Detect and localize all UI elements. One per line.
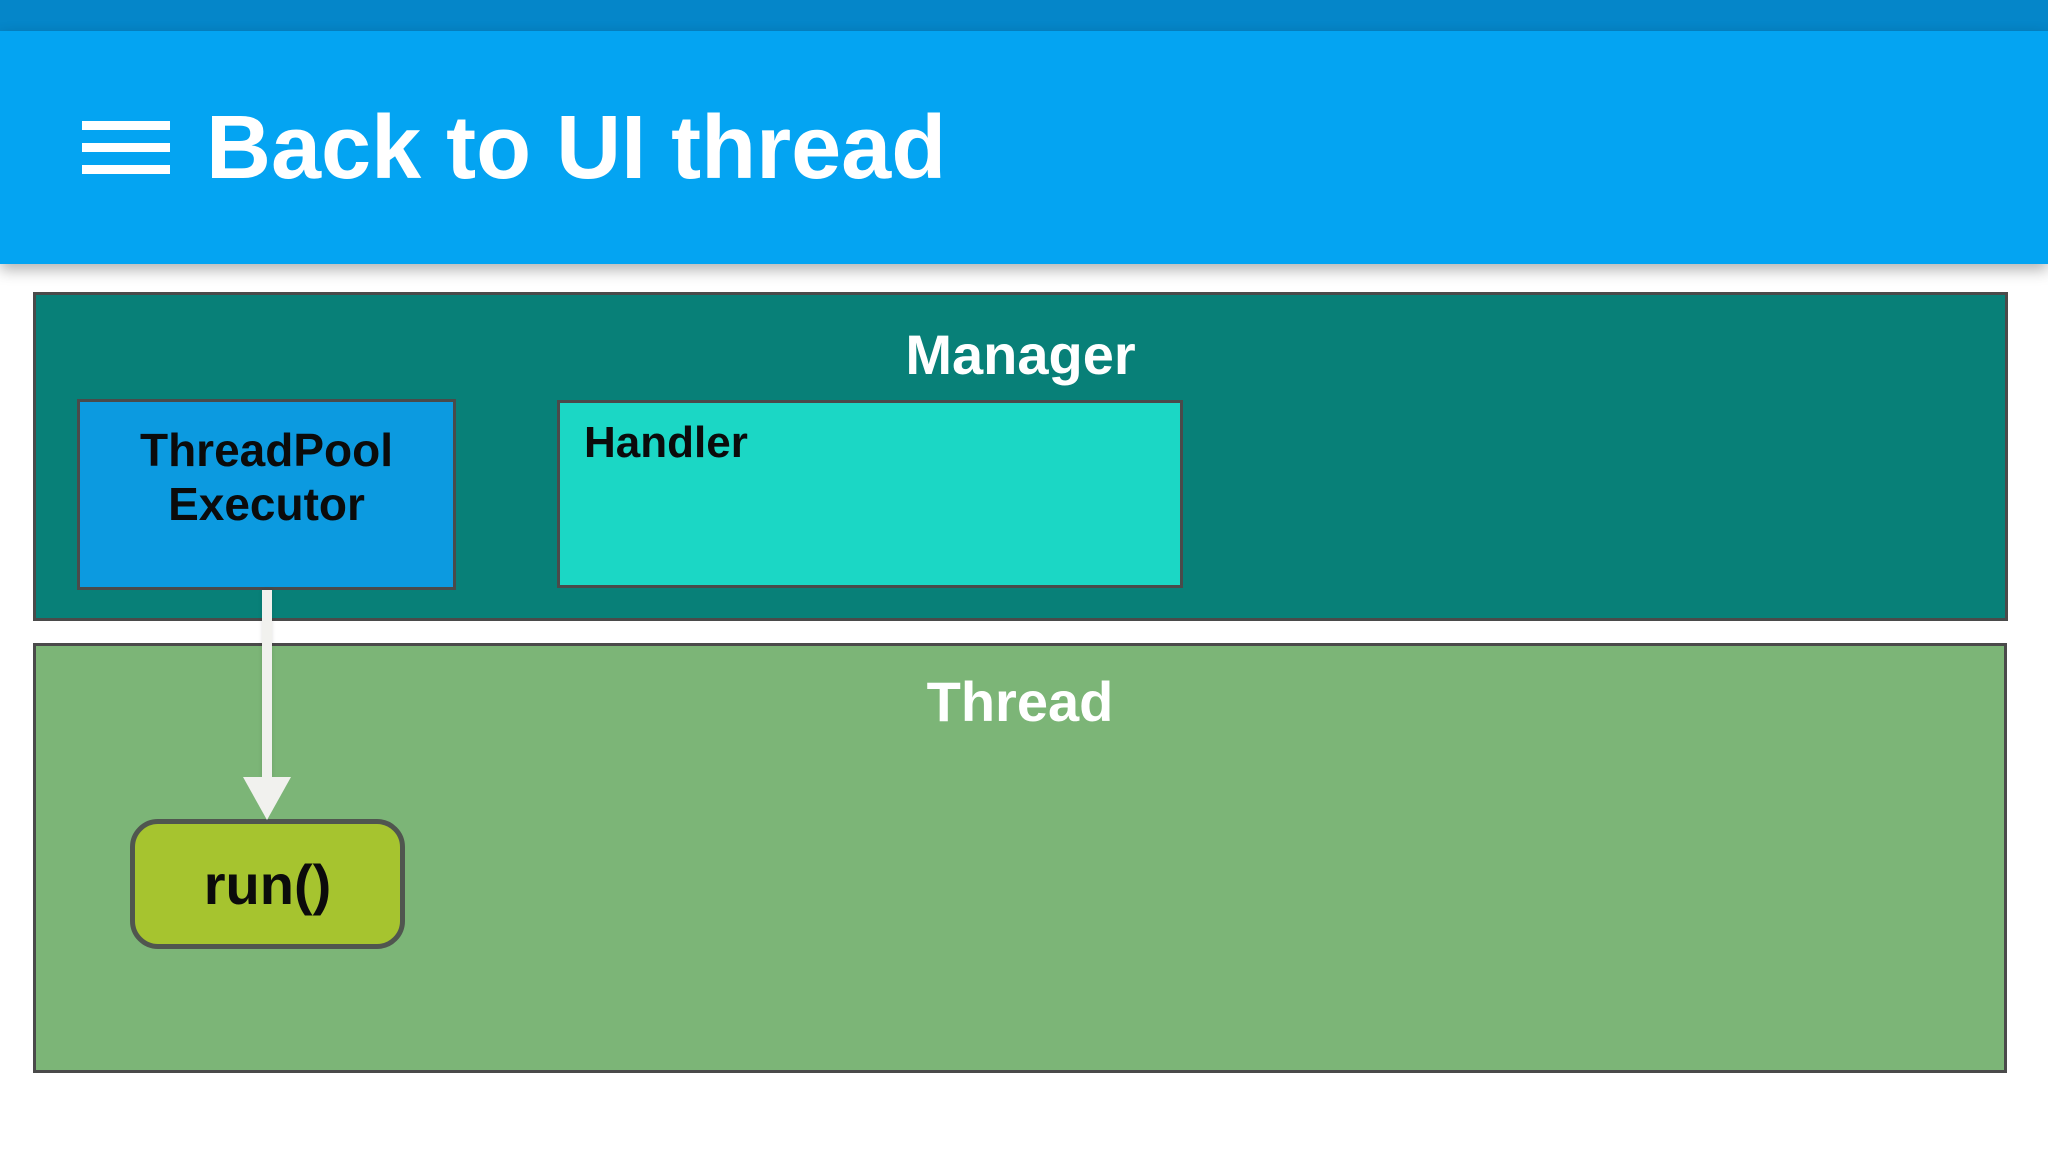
arrow-down-head-icon: [243, 777, 291, 820]
threadpool-executor-box: ThreadPool Executor: [77, 399, 456, 590]
hamburger-menu-icon[interactable]: [82, 121, 170, 174]
threadpool-executor-label-line1: ThreadPool: [139, 424, 394, 476]
status-bar: [0, 0, 2048, 31]
manager-group-box: Manager ThreadPool Executor Handler: [33, 292, 2008, 621]
run-box: run(): [130, 819, 405, 949]
menu-bar: [82, 143, 170, 152]
app-bar: Back to UI thread: [0, 31, 2048, 264]
menu-bar: [82, 165, 170, 174]
handler-box: Handler: [557, 400, 1183, 588]
menu-bar: [82, 121, 170, 130]
thread-label: Thread: [926, 670, 1114, 733]
arrow-down-icon: [262, 590, 272, 778]
threadpool-executor-label-line2: Executor: [168, 478, 365, 530]
run-label: run(): [203, 852, 332, 916]
page-title: Back to UI thread: [206, 97, 947, 198]
manager-label: Manager: [905, 323, 1136, 386]
thread-group-box: Thread run(): [33, 643, 2007, 1073]
handler-label: Handler: [584, 418, 748, 467]
